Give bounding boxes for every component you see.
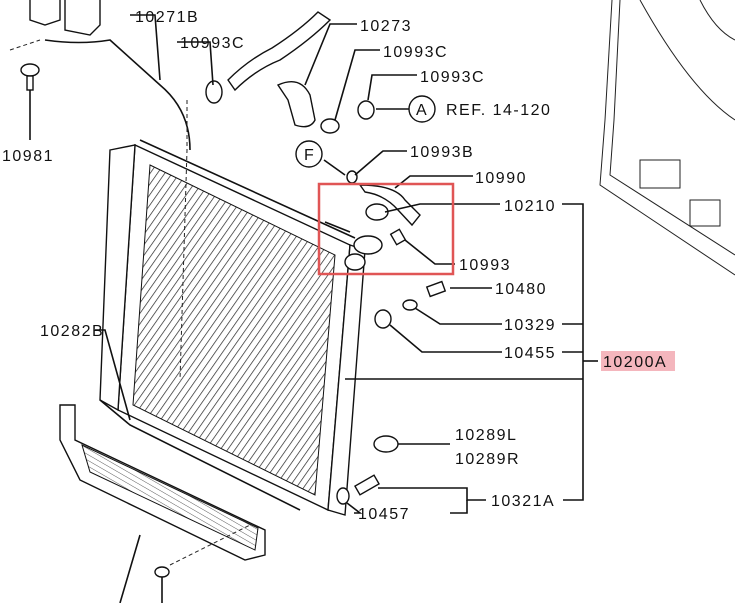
label-10329[interactable]: 10329 <box>504 317 556 334</box>
label-10993B[interactable]: 10993B <box>410 144 474 161</box>
label-10993[interactable]: 10993 <box>459 257 511 274</box>
lower-cover <box>59 404 266 603</box>
hose-clamps <box>320 100 375 184</box>
label-10321A[interactable]: 10321A <box>491 493 555 510</box>
ref-a-circle <box>408 95 436 123</box>
label-10993C[interactable]: 10993C <box>180 35 245 52</box>
ref-f-circle <box>295 140 323 168</box>
label-10200A[interactable]: 10200A <box>603 354 667 371</box>
label-10271B[interactable]: 10271B <box>135 9 199 26</box>
label-10273[interactable]: 10273 <box>360 18 412 35</box>
label-10455[interactable]: 10455 <box>504 345 556 362</box>
filler-neck <box>324 184 421 271</box>
label-10993C[interactable]: 10993C <box>420 69 485 86</box>
label-10981[interactable]: 10981 <box>2 148 54 165</box>
label-10993C[interactable]: 10993C <box>383 44 448 61</box>
highlight-box <box>317 182 455 276</box>
fan-shroud <box>599 0 735 276</box>
small-parts <box>336 280 447 505</box>
label-10289L[interactable]: 10289L <box>455 427 517 444</box>
ref-a-text[interactable]: REF. 14-120 <box>446 102 551 119</box>
label-10990[interactable]: 10990 <box>475 170 527 187</box>
leader-lines <box>95 14 598 514</box>
label-10282B[interactable]: 10282B <box>40 323 104 340</box>
label-10480[interactable]: 10480 <box>495 281 547 298</box>
ref-a-marker[interactable]: A <box>416 102 428 119</box>
label-10457[interactable]: 10457 <box>358 506 410 523</box>
ref-f-marker[interactable]: F <box>304 147 315 164</box>
label-10289R[interactable]: 10289R <box>455 451 520 468</box>
bolt-10981 <box>20 63 40 140</box>
highlight-label-bg <box>601 351 675 371</box>
reservoir-tank <box>9 0 191 151</box>
radiator <box>99 100 366 516</box>
label-10210[interactable]: 10210 <box>504 198 556 215</box>
upper-hose <box>205 11 332 128</box>
